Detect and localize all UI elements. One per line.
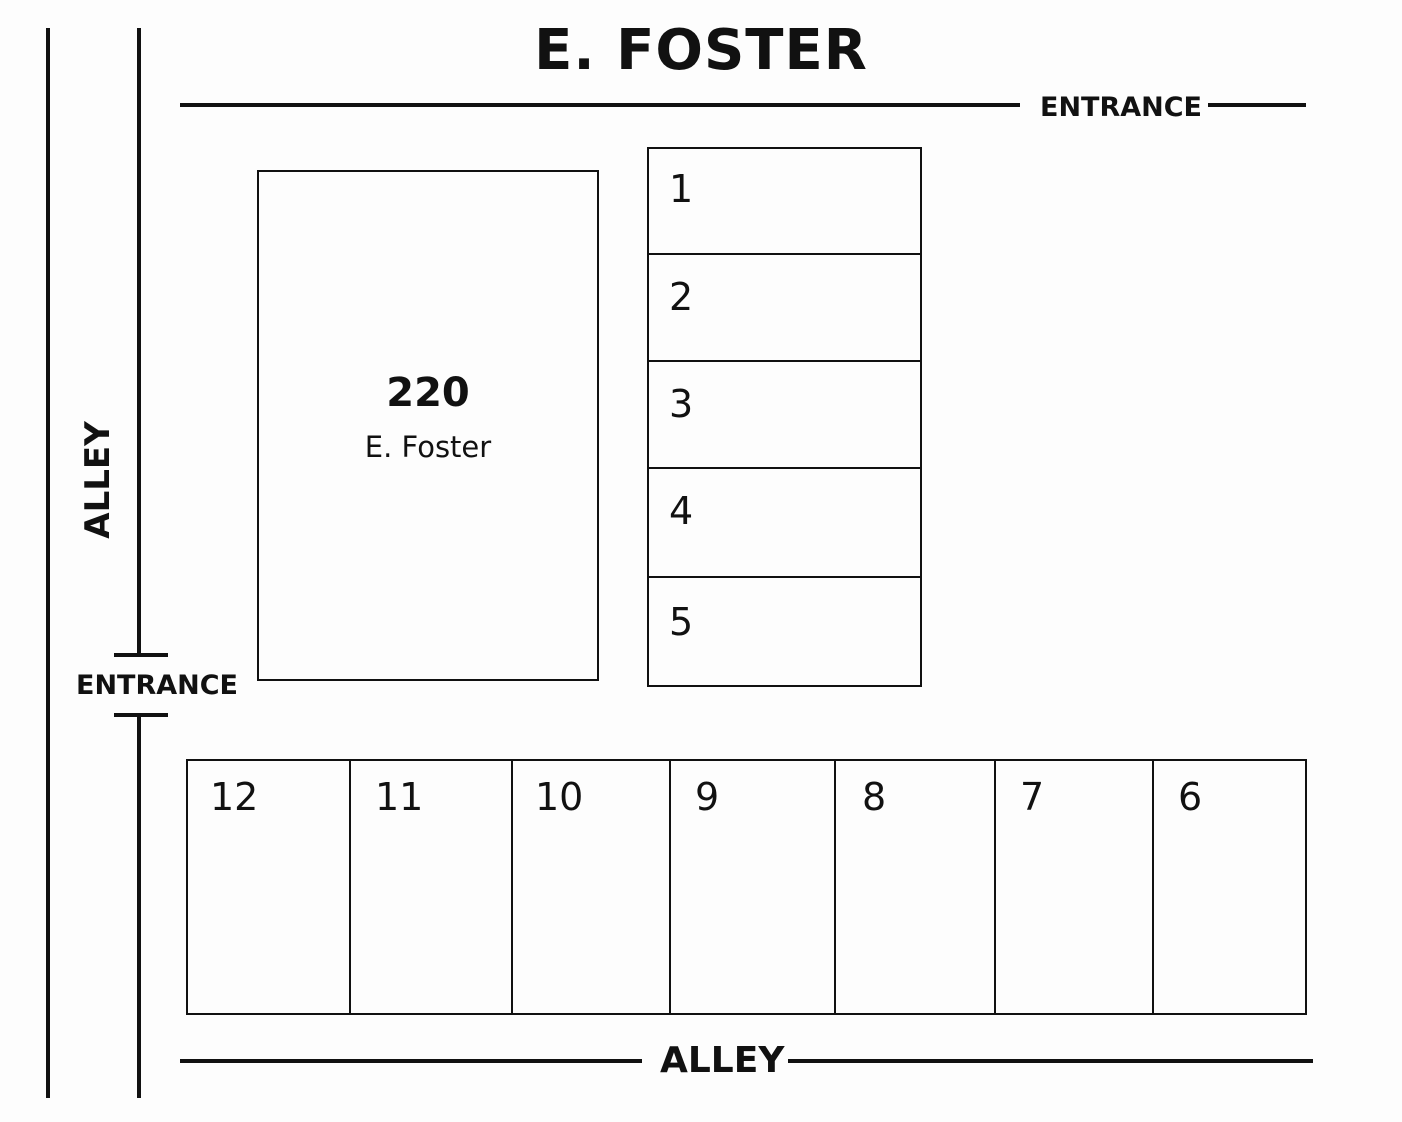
- parking-space-2[interactable]: 2: [647, 253, 922, 362]
- street-edge-line-right: [1208, 103, 1306, 107]
- parking-space-12[interactable]: 12: [186, 759, 351, 1015]
- alley-left-label: ALLEY: [78, 421, 118, 539]
- alley-entrance-label: ENTRANCE: [76, 670, 238, 701]
- bottom-alley-line-left: [180, 1059, 642, 1063]
- space-label: 4: [669, 489, 694, 533]
- parking-space-10[interactable]: 10: [511, 759, 671, 1015]
- space-label: 12: [210, 775, 259, 819]
- space-label: 3: [669, 382, 694, 426]
- space-label: 10: [535, 775, 584, 819]
- entrance-tick-top: [114, 653, 168, 657]
- space-label: 6: [1178, 775, 1203, 819]
- entrance-tick-bottom: [114, 713, 168, 717]
- parking-space-11[interactable]: 11: [349, 759, 513, 1015]
- alley-inner-line-bottom: [137, 715, 141, 1098]
- parking-space-8[interactable]: 8: [834, 759, 996, 1015]
- space-label: 2: [669, 275, 694, 319]
- parking-space-7[interactable]: 7: [994, 759, 1154, 1015]
- parking-space-1[interactable]: 1: [647, 147, 922, 255]
- parking-space-4[interactable]: 4: [647, 467, 922, 578]
- bottom-alley-line-right: [788, 1059, 1313, 1063]
- space-label: 5: [669, 600, 694, 644]
- parking-space-3[interactable]: 3: [647, 360, 922, 469]
- space-label: 1: [669, 167, 694, 211]
- space-label: 11: [375, 775, 424, 819]
- building-220: 220 E. Foster: [257, 170, 599, 681]
- space-label: 9: [695, 775, 720, 819]
- building-number: 220: [386, 370, 470, 416]
- space-label: 7: [1020, 775, 1045, 819]
- street-edge-line: [180, 103, 1020, 107]
- alley-outer-line: [46, 28, 50, 1098]
- space-label: 8: [862, 775, 887, 819]
- building-street: E. Foster: [364, 430, 492, 464]
- parking-space-6[interactable]: 6: [1152, 759, 1307, 1015]
- street-name-title: E. FOSTER: [534, 18, 868, 83]
- alley-bottom-label: ALLEY: [660, 1040, 785, 1081]
- parking-space-9[interactable]: 9: [669, 759, 836, 1015]
- alley-inner-line-top: [137, 28, 141, 655]
- parking-column: 1 2 3 4 5: [647, 147, 922, 687]
- street-entrance-label: ENTRANCE: [1040, 92, 1202, 123]
- parking-space-5[interactable]: 5: [647, 576, 922, 687]
